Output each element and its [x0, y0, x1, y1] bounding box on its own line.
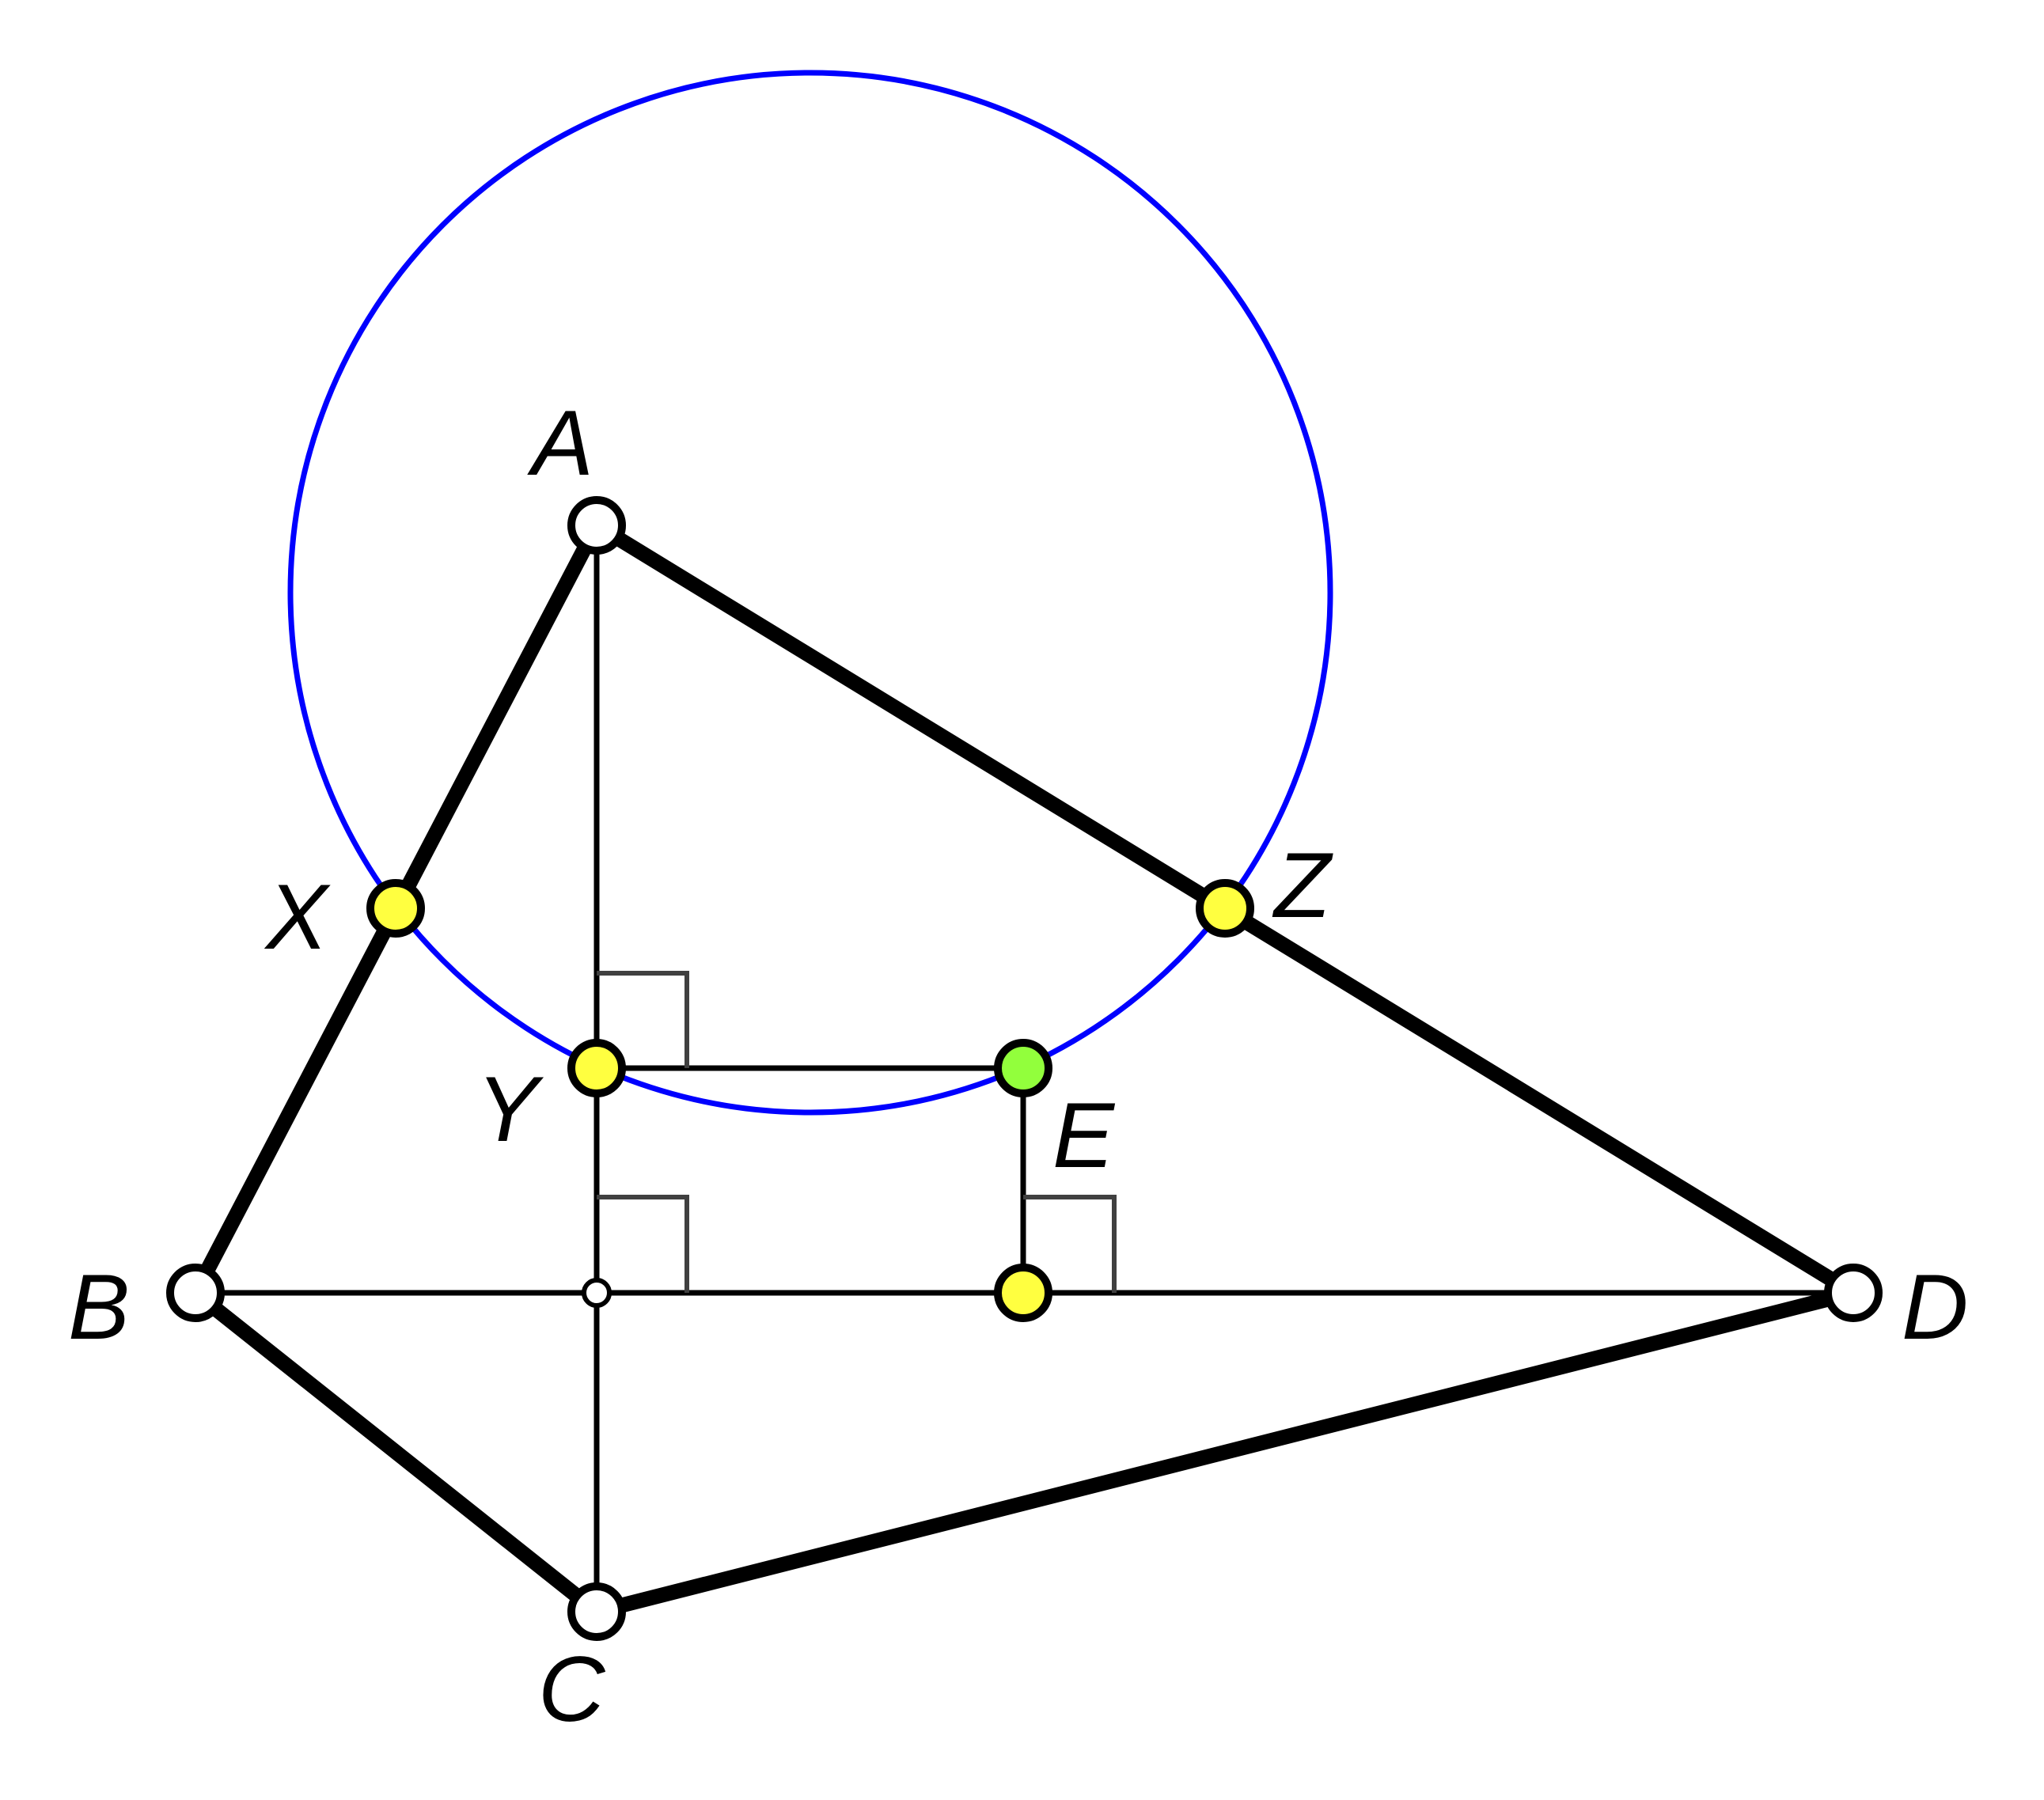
label-Y: Y	[476, 1057, 544, 1161]
point-H-foot[interactable]	[582, 1278, 612, 1308]
segment-BC	[191, 1287, 601, 1618]
point-E[interactable]	[994, 1039, 1052, 1097]
point-F-foot[interactable]	[994, 1264, 1052, 1322]
point-A[interactable]	[567, 496, 626, 555]
point-X[interactable]	[366, 879, 425, 938]
point-Z[interactable]	[1196, 879, 1254, 938]
point-B[interactable]	[166, 1264, 225, 1322]
circle-xyz	[287, 70, 1333, 1116]
point-D[interactable]	[1824, 1264, 1883, 1322]
label-D: D	[1902, 1255, 1969, 1359]
label-C: C	[538, 1637, 606, 1741]
point-C[interactable]	[567, 1582, 626, 1641]
label-A: A	[527, 391, 593, 495]
label-X: X	[264, 865, 331, 968]
right-angle-mark-Y	[597, 971, 689, 1068]
segment-CD	[594, 1285, 1856, 1620]
point-Y[interactable]	[567, 1039, 626, 1097]
right-angle-mark-H	[597, 1195, 689, 1293]
label-B: B	[68, 1255, 130, 1359]
right-angle-mark-F	[1023, 1195, 1117, 1293]
label-E: E	[1052, 1083, 1116, 1187]
label-Z: Z	[1272, 833, 1333, 937]
